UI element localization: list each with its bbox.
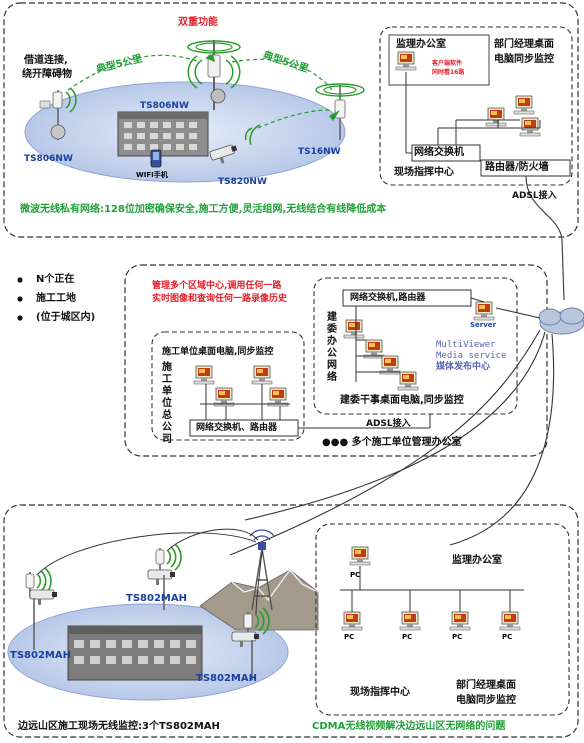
ts802mah-label-2: TS802MAH bbox=[10, 650, 71, 661]
multi-office-label: ●●● 多个施工单位管理办公室 bbox=[322, 437, 462, 448]
manage-note-1: 管理多个区域中心,调用任何一路 bbox=[152, 281, 282, 291]
server-label: Server bbox=[470, 321, 497, 329]
ts806nw-left-label: TS806NW bbox=[24, 154, 73, 164]
ts802mah-label-3: TS802MAH bbox=[196, 673, 257, 684]
bottom-caption-right: CDMA无线视频解决边远山区无网络的问题 bbox=[312, 721, 506, 732]
multiviewer-label-1: MultiViewer bbox=[436, 340, 496, 350]
wifi-phone-label: WIFI手机 bbox=[136, 171, 168, 179]
detour-label-2: 绕开障碍物 bbox=[22, 69, 72, 80]
adsl-top-label: ADSL接入 bbox=[512, 191, 557, 201]
ts820nw-label: TS820NW bbox=[218, 177, 267, 187]
switch-router2-label: 网络交换机、路由器 bbox=[196, 423, 278, 433]
ts806nw-center-label: TS806NW bbox=[140, 101, 189, 111]
jianwei-office-label: 建委办公网络 bbox=[327, 312, 337, 383]
bottom-supervisor-office: 监理办公室 bbox=[452, 555, 502, 566]
bottom-site-command: 现场指挥中心 bbox=[350, 687, 410, 698]
pc-label-top: PC bbox=[350, 571, 361, 579]
media-center-label: 媒体发布中心 bbox=[436, 362, 491, 372]
site-command-label: 现场指挥中心 bbox=[394, 167, 454, 178]
ts802mah-label-1: TS802MAH bbox=[126, 593, 187, 604]
jianwei-staff-label: 建委干事桌面电脑,同步监控 bbox=[340, 395, 464, 406]
router-firewall-label: 路由器/防火墙 bbox=[485, 162, 549, 173]
legend-item-3: (位于城区内) bbox=[36, 312, 96, 323]
bottom-caption-left: 边远山区施工现场无线监控:3个TS802MAH bbox=[18, 721, 220, 732]
pc-label-4: PC bbox=[502, 633, 513, 641]
dept-manager-2: 电脑同步监控 bbox=[494, 54, 554, 65]
switch-router-label: 网络交换机,路由器 bbox=[350, 293, 426, 303]
pc-label-2: PC bbox=[402, 633, 413, 641]
multiviewer-label-2: Media service bbox=[436, 351, 507, 361]
pc-label-1: PC bbox=[344, 633, 355, 641]
top-caption: 微波无线私有网络:128位加密确保安全,施工方便,灵活组网,无线结合有线降低成本 bbox=[20, 204, 387, 215]
legend-item-2: 施工工地 bbox=[36, 293, 76, 304]
manage-note-2: 实时图像和查询任何一路录像历史 bbox=[152, 294, 288, 304]
bottom-dept-manager-2: 电脑同步监控 bbox=[456, 695, 516, 706]
ts16nw-label: TS16NW bbox=[298, 147, 341, 157]
adsl-middle-label: ADSL接入 bbox=[366, 419, 411, 429]
construction-desk-label: 施工单位桌面电脑,同步监控 bbox=[162, 347, 274, 357]
legend-item-1: N个正在 bbox=[36, 274, 75, 285]
bottom-dept-manager-1: 部门经理桌面 bbox=[456, 680, 516, 691]
dept-manager-1: 部门经理桌面 bbox=[494, 39, 554, 50]
client-software-2: 同时看16路 bbox=[432, 69, 465, 76]
pc-label-3: PC bbox=[452, 633, 463, 641]
detour-label-1: 借道连接, bbox=[24, 55, 68, 66]
client-software-1: 客户端软件 bbox=[432, 60, 463, 67]
dual-function-label: 双重功能 bbox=[178, 17, 218, 28]
network-switch-label: 网络交换机 bbox=[414, 147, 464, 158]
supervisor-office-label: 监理办公室 bbox=[396, 39, 446, 50]
construction-co-label: 施工单位总公司 bbox=[162, 362, 172, 445]
